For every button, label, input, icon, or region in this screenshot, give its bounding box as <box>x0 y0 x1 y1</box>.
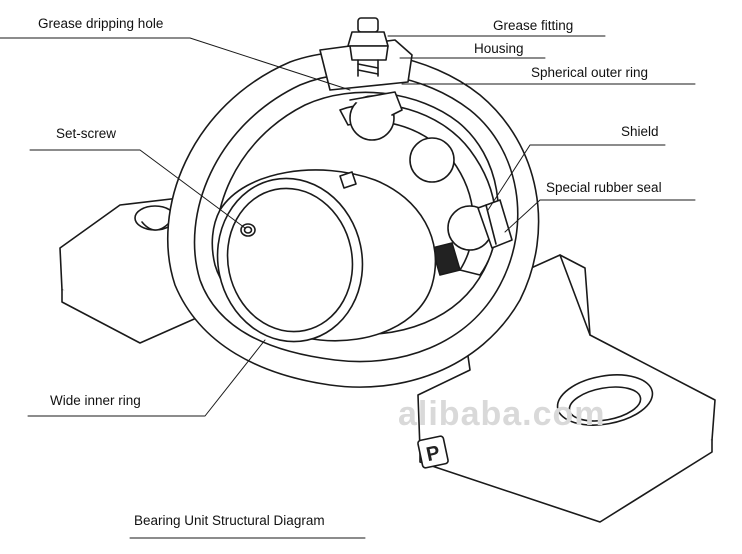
wide-inner-ring-body <box>211 169 437 343</box>
grease-fitting-part <box>347 17 389 77</box>
outer-ring-section <box>339 91 497 276</box>
diagram-caption: Bearing Unit Structural Diagram <box>134 513 325 528</box>
label-housing: Housing <box>474 41 524 56</box>
label-set-screw: Set-screw <box>56 126 117 141</box>
seal-shield-details <box>431 199 513 276</box>
label-shield: Shield <box>621 124 659 139</box>
label-grease-fitting: Grease fitting <box>493 18 574 33</box>
label-grease-dripping-hole: Grease dripping hole <box>38 16 164 31</box>
label-wide-inner-ring: Wide inner ring <box>50 393 141 408</box>
watermark-text: alibaba.com <box>398 395 606 433</box>
label-spherical-outer-ring: Spherical outer ring <box>531 65 649 80</box>
label-special-rubber-seal: Special rubber seal <box>546 180 662 195</box>
housing-mark: P <box>424 442 442 466</box>
leader-lines <box>0 35 696 539</box>
